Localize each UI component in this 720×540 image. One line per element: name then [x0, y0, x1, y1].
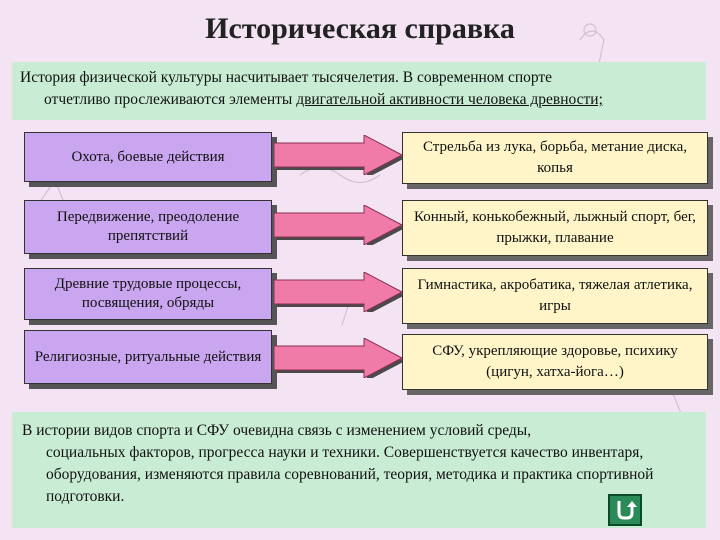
arrow-right-icon — [274, 338, 402, 378]
arrow-right-icon — [274, 272, 402, 312]
sport-box-riding: Конный, конькобежный, лыжный спорт, бег,… — [402, 200, 708, 256]
arrow-right-icon — [274, 205, 402, 245]
conclusion-line-1: В истории видов спорта и СФУ очевидна св… — [22, 422, 532, 439]
intro-line-2-text: отчетливо прослеживаются элементы — [44, 91, 297, 108]
sport-box-archery: Стрельба из лука, борьба, метание диска,… — [402, 132, 708, 184]
intro-line-1: История физической культуры насчитывает … — [20, 69, 553, 86]
sport-box-gymnastics: Гимнастика, акробатика, тяжелая атлетика… — [402, 268, 708, 324]
origin-box-religious: Религиозные, ритуальные действия — [24, 330, 272, 384]
arrow-right-icon — [274, 135, 402, 175]
conclusion-note: В истории видов спорта и СФУ очевидна св… — [12, 412, 706, 528]
sport-box-sfu: СФУ, укрепляющие здоровье, психику (цигу… — [402, 334, 708, 390]
origin-box-labor: Древние трудовые процессы, посвящения, о… — [24, 268, 272, 320]
intro-note: История физической культуры насчитывает … — [12, 62, 706, 120]
intro-underlined-text: двигательной активности человека древнос… — [296, 91, 603, 108]
return-arrow-icon — [617, 501, 637, 520]
intro-line-2: отчетливо прослеживаются элементы двигат… — [20, 89, 698, 111]
page-title: Историческая справка — [205, 12, 515, 45]
origin-box-hunting: Охота, боевые действия — [24, 132, 272, 182]
return-button[interactable] — [608, 494, 642, 526]
conclusion-rest: социальных факторов, прогресса науки и т… — [46, 444, 654, 505]
origin-box-movement: Передвижение, преодоление препятствий — [24, 200, 272, 254]
